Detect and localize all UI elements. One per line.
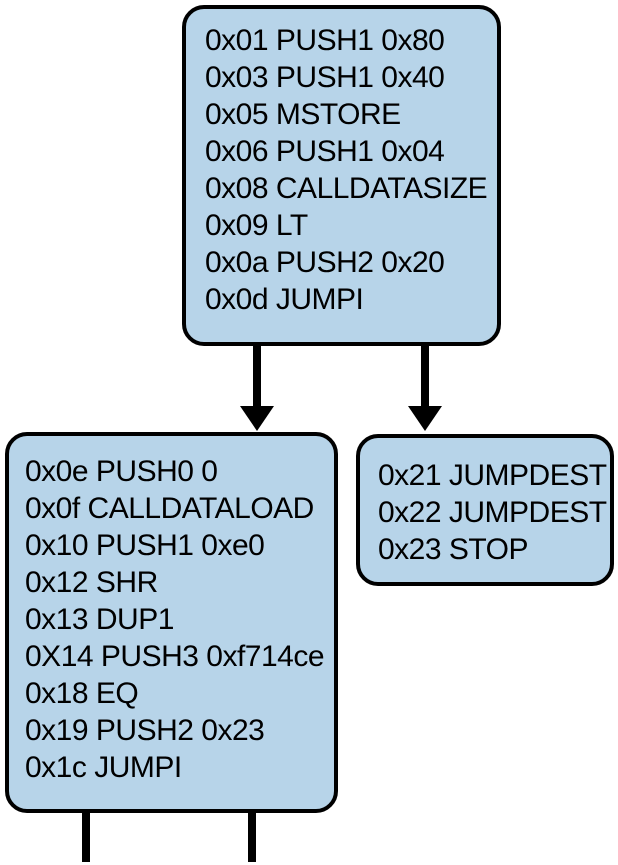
instruction-line: 0x05 MSTORE <box>205 98 401 131</box>
instruction-line: 0x03 PUSH1 0x40 <box>205 61 445 94</box>
basic-block-dispatch: 0x0e PUSH0 0 0x0f CALLDATALOAD 0x10 PUSH… <box>5 432 338 813</box>
instruction-line: 0X14 PUSH3 0xf714ce <box>25 640 325 673</box>
instruction-line: 0x0d JUMPI <box>205 283 364 316</box>
instruction-line: 0x0e PUSH0 0 <box>25 455 218 488</box>
instruction-line: 0x0f CALLDATALOAD <box>25 492 314 525</box>
basic-block-entry: 0x01 PUSH1 0x80 0x03 PUSH1 0x40 0x05 MST… <box>182 5 501 346</box>
basic-block-stop: 0x21 JUMPDEST 0x22 JUMPDEST 0x23 STOP <box>356 434 614 586</box>
edge-entry-to-dispatch <box>240 344 274 431</box>
instruction-line: 0x21 JUMPDEST <box>378 459 607 492</box>
arrowhead-icon <box>408 406 442 431</box>
instruction-line: 0x23 STOP <box>378 533 529 566</box>
instruction-line: 0x22 JUMPDEST <box>378 496 607 529</box>
instruction-line: 0x09 LT <box>205 209 308 242</box>
instruction-line: 0x18 EQ <box>25 677 139 710</box>
instruction-line: 0x13 DUP1 <box>25 603 174 636</box>
instruction-line: 0x01 PUSH1 0x80 <box>205 24 445 57</box>
instruction-line: 0x08 CALLDATASIZE <box>205 172 488 205</box>
arrowhead-icon <box>240 406 274 431</box>
instruction-line: 0x19 PUSH2 0x23 <box>25 714 265 747</box>
instruction-line: 0x0a PUSH2 0x20 <box>205 246 445 279</box>
edge-entry-to-stop <box>408 344 442 431</box>
instruction-line: 0x06 PUSH1 0x04 <box>205 135 445 168</box>
instruction-line: 0x12 SHR <box>25 566 158 599</box>
instruction-line: 0x1c JUMPI <box>25 751 182 784</box>
instruction-line: 0x10 PUSH1 0xe0 <box>25 529 265 562</box>
